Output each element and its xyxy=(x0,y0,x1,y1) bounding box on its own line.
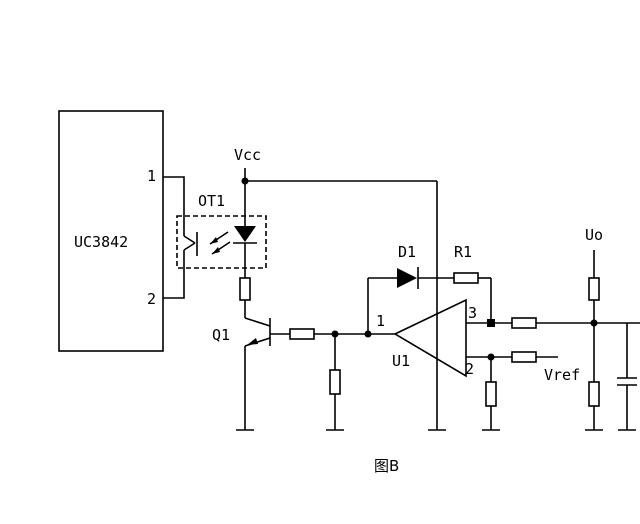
transistor-q1: Q1 xyxy=(212,317,290,431)
opamp-pin3-label: 3 xyxy=(468,304,477,322)
opamp-pin2-label: 2 xyxy=(465,360,474,378)
pulldown-resistor xyxy=(329,369,341,395)
uc3842-pin1-label: 1 xyxy=(147,167,156,185)
pin3-node xyxy=(487,319,495,327)
d1-label: D1 xyxy=(398,243,416,261)
r1-label: R1 xyxy=(454,243,472,261)
vref-label: Vref xyxy=(544,366,580,384)
vcc-junction xyxy=(241,177,249,185)
figure-caption: 图B xyxy=(374,457,399,475)
pin2-pulldown-resistor xyxy=(485,381,497,407)
output-junction xyxy=(590,319,598,327)
vcc-label: Vcc xyxy=(234,146,261,164)
q1-label: Q1 xyxy=(212,326,230,344)
opamp-u1: 1 3 2 U1 xyxy=(376,298,477,378)
opamp-pin1-label: 1 xyxy=(376,312,385,330)
uc3842-chip: UC3842 1 2 xyxy=(58,110,185,352)
resistor-r1 xyxy=(453,272,479,284)
uc3842-label: UC3842 xyxy=(74,233,128,251)
optocoupler-label: OT1 xyxy=(198,192,225,210)
opamp-label: U1 xyxy=(392,352,410,370)
base-resistor xyxy=(289,328,315,340)
divider-top-resistor xyxy=(511,317,537,329)
output-resistor xyxy=(588,277,600,301)
diode-d1: D1 xyxy=(397,243,419,289)
uc3842-pin2-label: 2 xyxy=(147,290,156,308)
led-icon xyxy=(234,226,256,242)
vref-resistor xyxy=(511,351,537,363)
uo-label: Uo xyxy=(585,226,603,244)
output-divider-resistor xyxy=(588,381,600,407)
optocoupler-ot1: OT1 xyxy=(176,192,267,269)
collector-resistor xyxy=(239,277,251,301)
